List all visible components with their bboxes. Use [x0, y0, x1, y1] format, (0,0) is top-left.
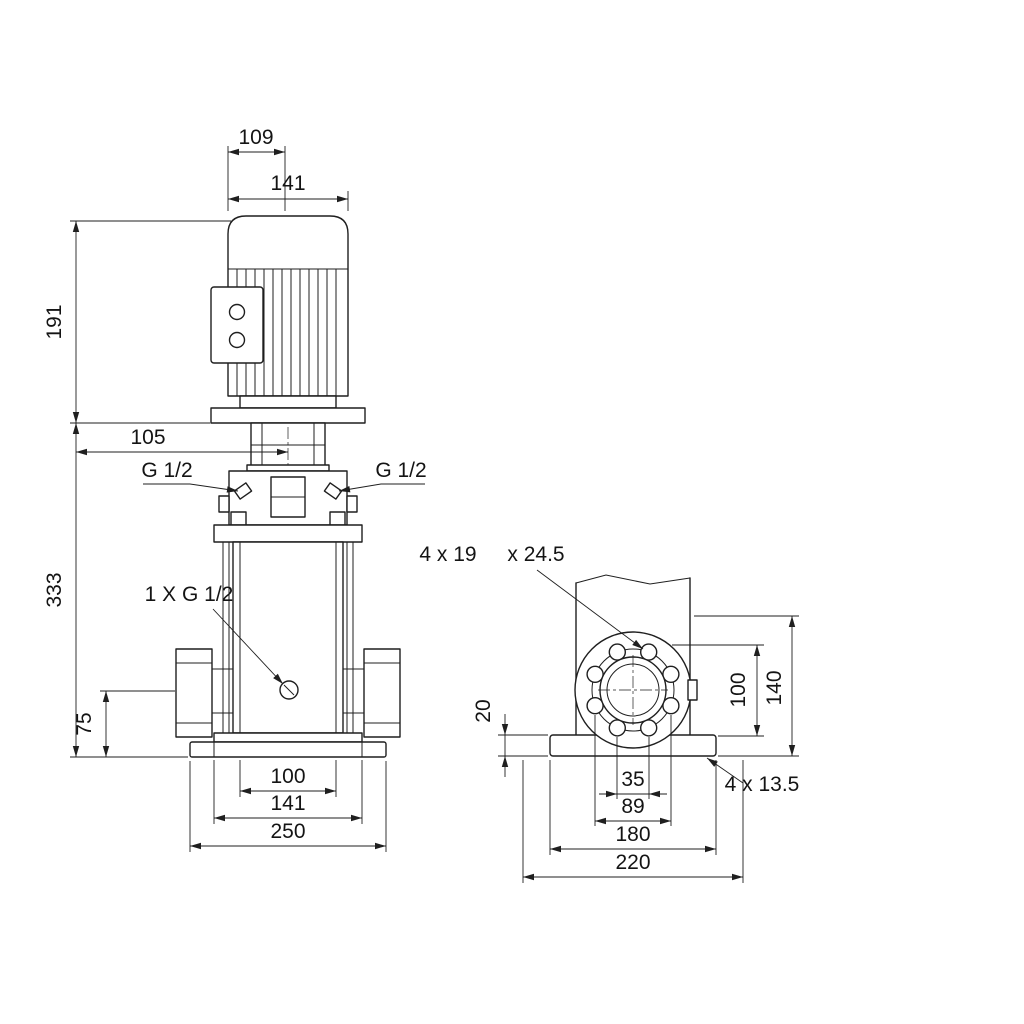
front-view: 109 141 191 105 G 1/2 G 1/2	[43, 126, 427, 852]
dim-total-height: 333	[43, 423, 188, 758]
dim-label-141-plate: 141	[270, 792, 305, 815]
base-hole-note: 4 x 13.5	[706, 757, 800, 796]
dim-label-89: 89	[621, 795, 644, 818]
dim-label-140: 140	[763, 670, 786, 705]
dim-label-191: 191	[43, 304, 66, 339]
dim-label-75: 75	[73, 712, 96, 735]
flange-centerlines	[598, 655, 668, 725]
dim-width-top: 109	[227, 126, 286, 211]
break-line	[575, 574, 691, 585]
pump-head	[213, 464, 363, 543]
dim-base-length: 180	[549, 760, 717, 855]
dim-hole-pitch-inner: 35	[599, 737, 667, 799]
flange-tab	[687, 679, 698, 701]
dim-hole-pitch-outer: 89	[594, 715, 672, 826]
staybolt-nut	[329, 511, 346, 526]
dim-motor-width: 141	[228, 172, 349, 211]
dim-label-20: 20	[472, 699, 495, 722]
dim-label-105: 105	[130, 426, 165, 449]
dim-label-333: 333	[43, 572, 66, 607]
dim-base-thickness: 20	[472, 699, 548, 777]
dim-chamber-width: 100	[239, 760, 337, 797]
leader-flange-holes	[536, 569, 644, 650]
dim-plate-width: 141	[213, 760, 363, 824]
cable-entry-hole	[228, 331, 246, 349]
discharge-flange	[343, 648, 401, 738]
vent-label-right: G 1/2	[338, 459, 427, 493]
bolt-circle	[591, 648, 675, 732]
dim-label-100-side: 100	[727, 672, 750, 707]
dim-overall-height: 140	[694, 615, 799, 757]
flange-bolt-holes	[586, 643, 680, 737]
flange-note-count-text: 4 x 19	[419, 543, 476, 566]
dim-label-220: 220	[615, 851, 650, 874]
vent-right-text: G 1/2	[375, 459, 426, 482]
pump-body-side	[575, 574, 691, 736]
dim-base-width: 250	[189, 761, 387, 852]
leader-base-holes	[706, 757, 744, 784]
base-hole-note-text: 4 x 13.5	[725, 773, 800, 796]
base-plate-front	[189, 732, 387, 758]
dim-label-250: 250	[270, 820, 305, 843]
vent-left-text: G 1/2	[141, 459, 192, 482]
dim-offset: 105	[76, 426, 288, 456]
dim-motor-height: 191	[43, 220, 231, 424]
drain-label: 1 X G 1/2	[145, 583, 284, 685]
dim-overall-length: 220	[522, 760, 744, 883]
dim-label-35: 35	[621, 768, 644, 791]
cable-entry-hole	[228, 303, 246, 321]
terminal-box	[210, 286, 264, 364]
vent-plug-left	[233, 482, 253, 500]
drain-label-text: 1 X G 1/2	[145, 583, 234, 606]
motor-stool	[210, 395, 366, 476]
leader-vent-left	[143, 483, 239, 493]
motor	[210, 215, 349, 397]
side-plug-left	[218, 495, 230, 513]
staybolts	[222, 542, 354, 733]
dim-port-height: 75	[73, 690, 175, 757]
dim-label-109: 109	[238, 126, 273, 149]
port-flange	[574, 631, 698, 749]
drain-plug	[279, 680, 299, 700]
dim-flange-height: 100	[672, 644, 764, 737]
leader-vent-right	[338, 483, 425, 493]
side-plug-right	[346, 495, 358, 513]
side-view: 4 x 19 x 24.5 20 100 140	[419, 543, 799, 883]
dim-label-141-motor: 141	[270, 172, 305, 195]
vent-plug-right	[323, 482, 343, 500]
dim-label-180: 180	[615, 823, 650, 846]
chamber-stack	[222, 541, 354, 734]
flange-note-cbore-text: x 24.5	[507, 543, 564, 566]
leader-drain	[212, 608, 284, 685]
vent-label-left: G 1/2	[141, 459, 239, 493]
suction-flange	[175, 648, 233, 738]
staybolt-nut	[230, 511, 247, 526]
flange-hole-note: 4 x 19 x 24.5	[419, 543, 644, 650]
dim-label-100-front: 100	[270, 765, 305, 788]
